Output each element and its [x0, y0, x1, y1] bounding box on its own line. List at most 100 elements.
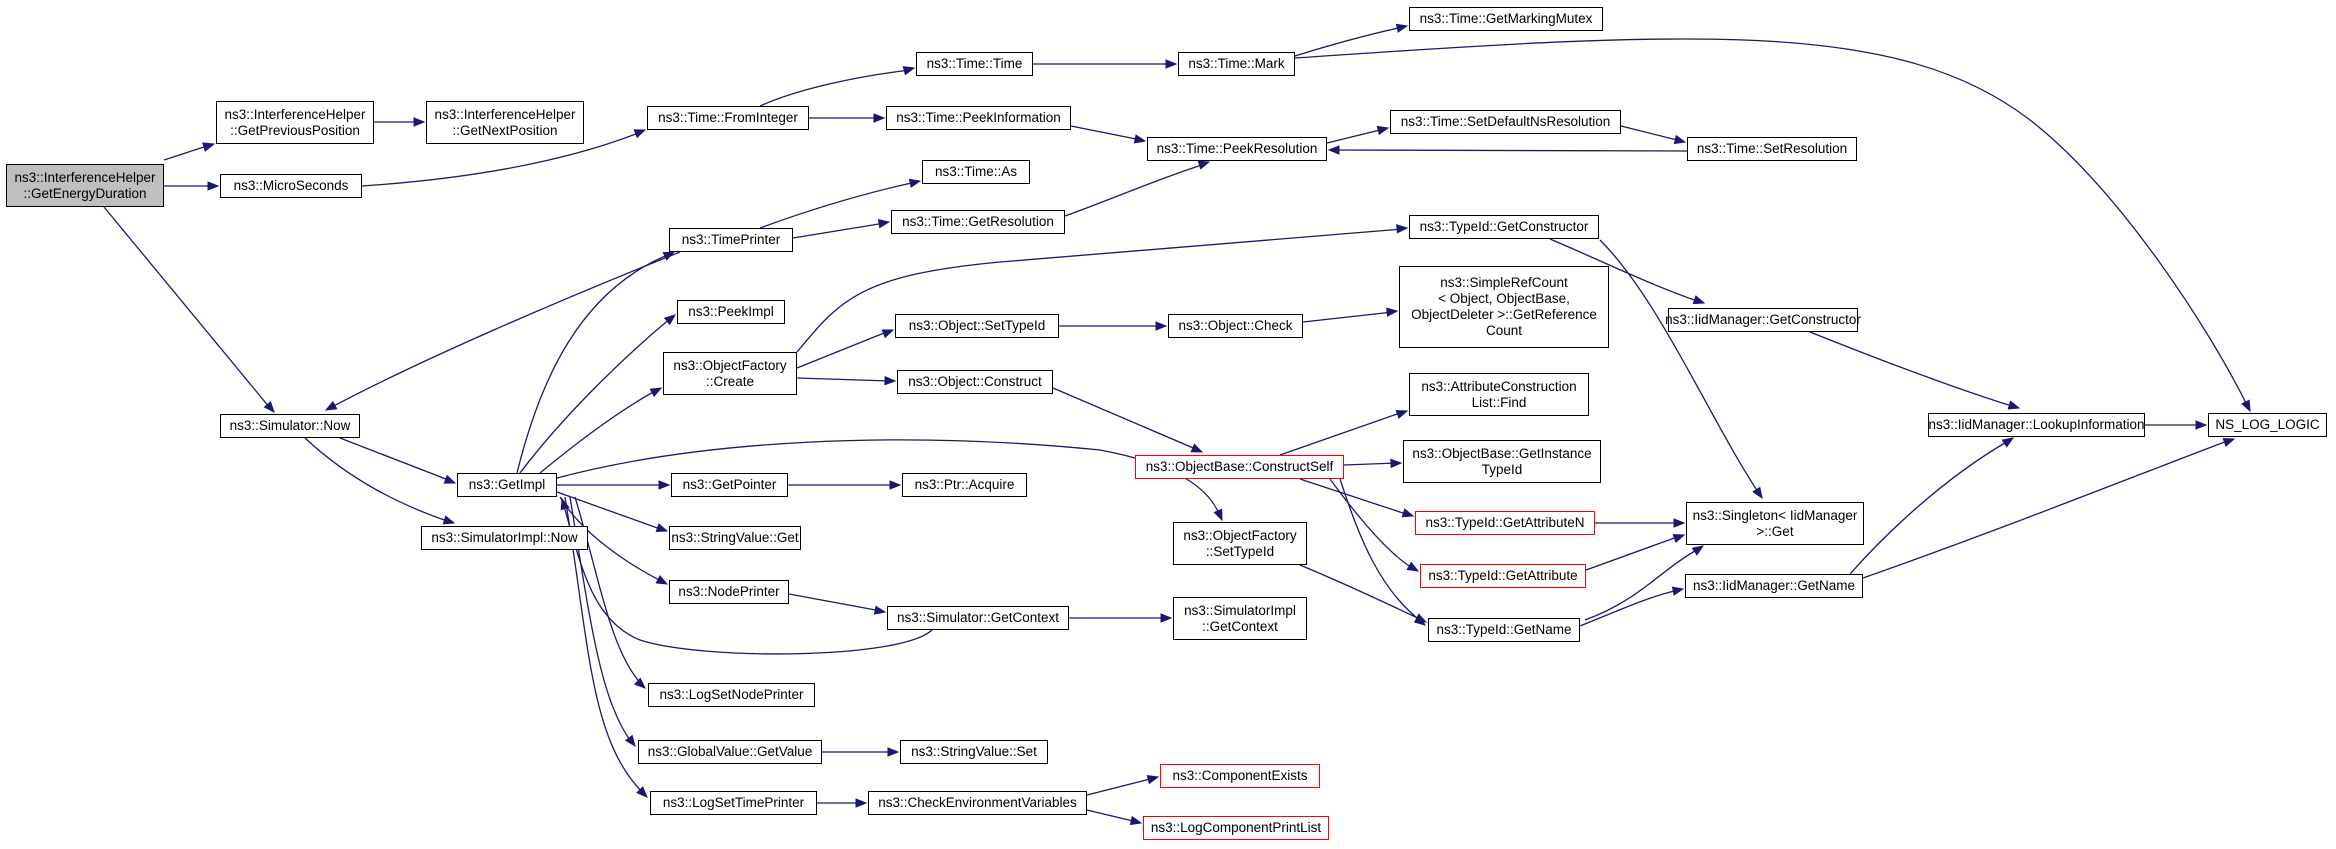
- edge-constructself-getattrn: [1299, 478, 1415, 518]
- node-time-getresolution[interactable]: ns3::Time::GetResolution: [891, 210, 1065, 234]
- node-simulator-now[interactable]: ns3::Simulator::Now: [220, 414, 360, 438]
- edge-arrowhead: [1691, 545, 1705, 556]
- node-time-peekresolution[interactable]: ns3::Time::PeekResolution: [1147, 137, 1327, 161]
- edge-objcheck-refcount: [1302, 307, 1399, 323]
- edge-simgetctx-simimplctx: [1069, 613, 1173, 623]
- node-time-mark[interactable]: ns3::Time::Mark: [1178, 52, 1295, 76]
- edge-arrowhead: [263, 400, 275, 414]
- node-ns-log-logic[interactable]: NS_LOG_LOGIC: [2208, 413, 2327, 437]
- node-time-time[interactable]: ns3::Time::Time: [916, 52, 1033, 76]
- edge-arrowhead: [442, 515, 456, 525]
- edge-root-getprev: [163, 142, 216, 161]
- edge-lookup-nslog: [2145, 420, 2208, 430]
- edge-arrowhead: [902, 66, 916, 76]
- node-componentexists[interactable]: ns3::ComponentExists: [1160, 764, 1320, 788]
- node-interferencehelper-getnextposition[interactable]: ns3::InterferenceHelper ::GetNextPositio…: [426, 101, 584, 144]
- edge-arrowhead: [443, 474, 457, 484]
- edge-objconstruct-constructself: [1052, 387, 1204, 453]
- node-time-as[interactable]: ns3::Time::As: [922, 160, 1030, 184]
- node-simplerefcount-getreferencecount[interactable]: ns3::SimpleRefCount < Object, ObjectBase…: [1399, 266, 1609, 348]
- node-logcomponentprintlist[interactable]: ns3::LogComponentPrintList: [1143, 816, 1329, 840]
- edge-tidgetctor-singleton: [1599, 239, 1763, 500]
- node-typeid-getattribute[interactable]: ns3::TypeId::GetAttribute: [1420, 564, 1586, 588]
- edge-arrowhead: [1396, 224, 1409, 234]
- edge-peekinfo-peekres: [1070, 125, 1147, 144]
- edge-arrowhead: [1390, 458, 1403, 469]
- node-microseconds[interactable]: ns3::MicroSeconds: [220, 174, 362, 198]
- edge-arrowhead: [1692, 295, 1706, 305]
- edge-timeprinter-getres: [792, 218, 891, 239]
- node-singleton-iidmanager-get[interactable]: ns3::Singleton< IidManager >::Get: [1686, 502, 1864, 545]
- node-ptr-acquire[interactable]: ns3::Ptr::Acquire: [902, 473, 1027, 497]
- edge-iidgetname-nslog: [1862, 438, 2236, 579]
- node-object-construct[interactable]: ns3::Object::Construct: [897, 370, 1053, 394]
- node-simulatorimpl-getcontext[interactable]: ns3::SimulatorImpl ::GetContext: [1173, 597, 1307, 640]
- node-checkenvironmentvariables[interactable]: ns3::CheckEnvironmentVariables: [868, 791, 1087, 815]
- edge-arrowhead: [1133, 134, 1147, 144]
- edge-getpointer-ptracquire: [788, 480, 902, 490]
- edge-arrowhead: [908, 178, 922, 188]
- node-typeid-getname[interactable]: ns3::TypeId::GetName: [1428, 618, 1580, 642]
- edge-arrowhead: [1146, 775, 1160, 785]
- edge-getimpl-timeprinter: [516, 251, 676, 474]
- node-logsetnodeprinter[interactable]: ns3::LogSetNodePrinter: [648, 683, 815, 707]
- node-iidmanager-getconstructor[interactable]: ns3::IidManager::GetConstructor: [1665, 308, 1861, 332]
- node-nodeprinter[interactable]: ns3::NodePrinter: [669, 580, 789, 604]
- node-typeid-getconstructor[interactable]: ns3::TypeId::GetConstructor: [1409, 215, 1599, 239]
- edge-arrowhead: [1672, 534, 1686, 544]
- node-attributeconstructionlist-find[interactable]: ns3::AttributeConstruction List::Find: [1409, 373, 1589, 416]
- edge-getattr-singleton: [1585, 534, 1686, 571]
- edge-fromint-timetime: [759, 66, 916, 107]
- node-objectfactory-create[interactable]: ns3::ObjectFactory ::Create: [663, 352, 797, 395]
- node-objectfactory-settypeid[interactable]: ns3::ObjectFactory ::SetTypeId: [1173, 522, 1307, 565]
- edge-arrowhead: [662, 251, 676, 261]
- node-stringvalue-get[interactable]: ns3::StringValue::Get: [669, 526, 801, 550]
- edge-arrowhead: [1129, 815, 1143, 826]
- edge-arrowhead: [873, 605, 887, 615]
- node-time-frominteger[interactable]: ns3::Time::FromInteger: [647, 106, 809, 130]
- node-stringvalue-set[interactable]: ns3::StringValue::Set: [900, 740, 1048, 764]
- node-time-setdefaultnsresolution[interactable]: ns3::Time::SetDefaultNsResolution: [1390, 110, 1621, 134]
- node-interferencehelper-getenergyduration[interactable]: ns3::InterferenceHelper ::GetEnergyDurat…: [6, 164, 164, 207]
- edge-mark-nslog: [1294, 38, 2251, 413]
- node-time-setresolution[interactable]: ns3::Time::SetResolution: [1687, 137, 1857, 161]
- node-iidmanager-getname[interactable]: ns3::IidManager::GetName: [1685, 574, 1863, 598]
- node-objectbase-getinstancetypeid[interactable]: ns3::ObjectBase::GetInstance TypeId: [1403, 440, 1601, 483]
- node-simulator-getcontext[interactable]: ns3::Simulator::GetContext: [887, 606, 1069, 630]
- node-getpointer[interactable]: ns3::GetPointer: [671, 473, 788, 497]
- edge-arrowhead: [1406, 561, 1420, 572]
- node-simulatorimpl-now[interactable]: ns3::SimulatorImpl::Now: [421, 526, 588, 550]
- edge-simgetctx-getimpl: [560, 497, 933, 655]
- node-timeprinter[interactable]: ns3::TimePrinter: [669, 228, 793, 252]
- node-object-check[interactable]: ns3::Object::Check: [1168, 314, 1303, 338]
- edge-timeprinter-timeas: [759, 178, 922, 229]
- edge-arrowhead: [202, 142, 216, 152]
- edge-arrowhead: [1213, 508, 1223, 522]
- edge-arrowhead: [1414, 613, 1428, 623]
- node-iidmanager-lookupinformation[interactable]: ns3::IidManager::LookupInformation: [1928, 413, 2145, 437]
- edge-ofsettid-tidgetname: [1299, 564, 1428, 623]
- node-time-getmarkingmutex[interactable]: ns3::Time::GetMarkingMutex: [1409, 7, 1603, 31]
- node-globalvalue-getvalue[interactable]: ns3::GlobalValue::GetValue: [638, 740, 822, 764]
- node-object-settypeid[interactable]: ns3::Object::SetTypeId: [895, 314, 1059, 338]
- node-interferencehelper-getpreviousposition[interactable]: ns3::InterferenceHelper ::GetPreviousPos…: [216, 101, 374, 144]
- edge-constructself-getattr: [1329, 478, 1420, 572]
- edge-getimpl-logsettime: [564, 496, 648, 798]
- edge-arrowhead: [873, 113, 886, 123]
- node-logsettimeprinter[interactable]: ns3::LogSetTimePrinter: [650, 791, 817, 815]
- node-time-peekinformation[interactable]: ns3::Time::PeekInformation: [886, 106, 1071, 130]
- edge-arrowhead: [1673, 134, 1687, 145]
- edge-tidgetname-iidgetname: [1579, 586, 1685, 627]
- node-peekimpl[interactable]: ns3::PeekImpl: [677, 300, 785, 324]
- edge-micro-fromint: [361, 129, 647, 187]
- edge-arrowhead: [649, 387, 663, 398]
- node-typeid-getattributen[interactable]: ns3::TypeId::GetAttributeN: [1415, 511, 1595, 535]
- edge-setdef-setres: [1620, 125, 1687, 145]
- edge-arrowhead: [1197, 160, 1211, 170]
- node-getimpl[interactable]: ns3::GetImpl: [457, 473, 557, 497]
- edge-ofcreate-tidgetctor: [796, 224, 1409, 353]
- edge-getimpl-peekimpl: [519, 314, 677, 474]
- node-objectbase-constructself[interactable]: ns3::ObjectBase::ConstructSelf: [1135, 455, 1344, 479]
- edge-setres-peekres: [1327, 145, 1688, 155]
- edge-timetime-mark: [1033, 59, 1178, 69]
